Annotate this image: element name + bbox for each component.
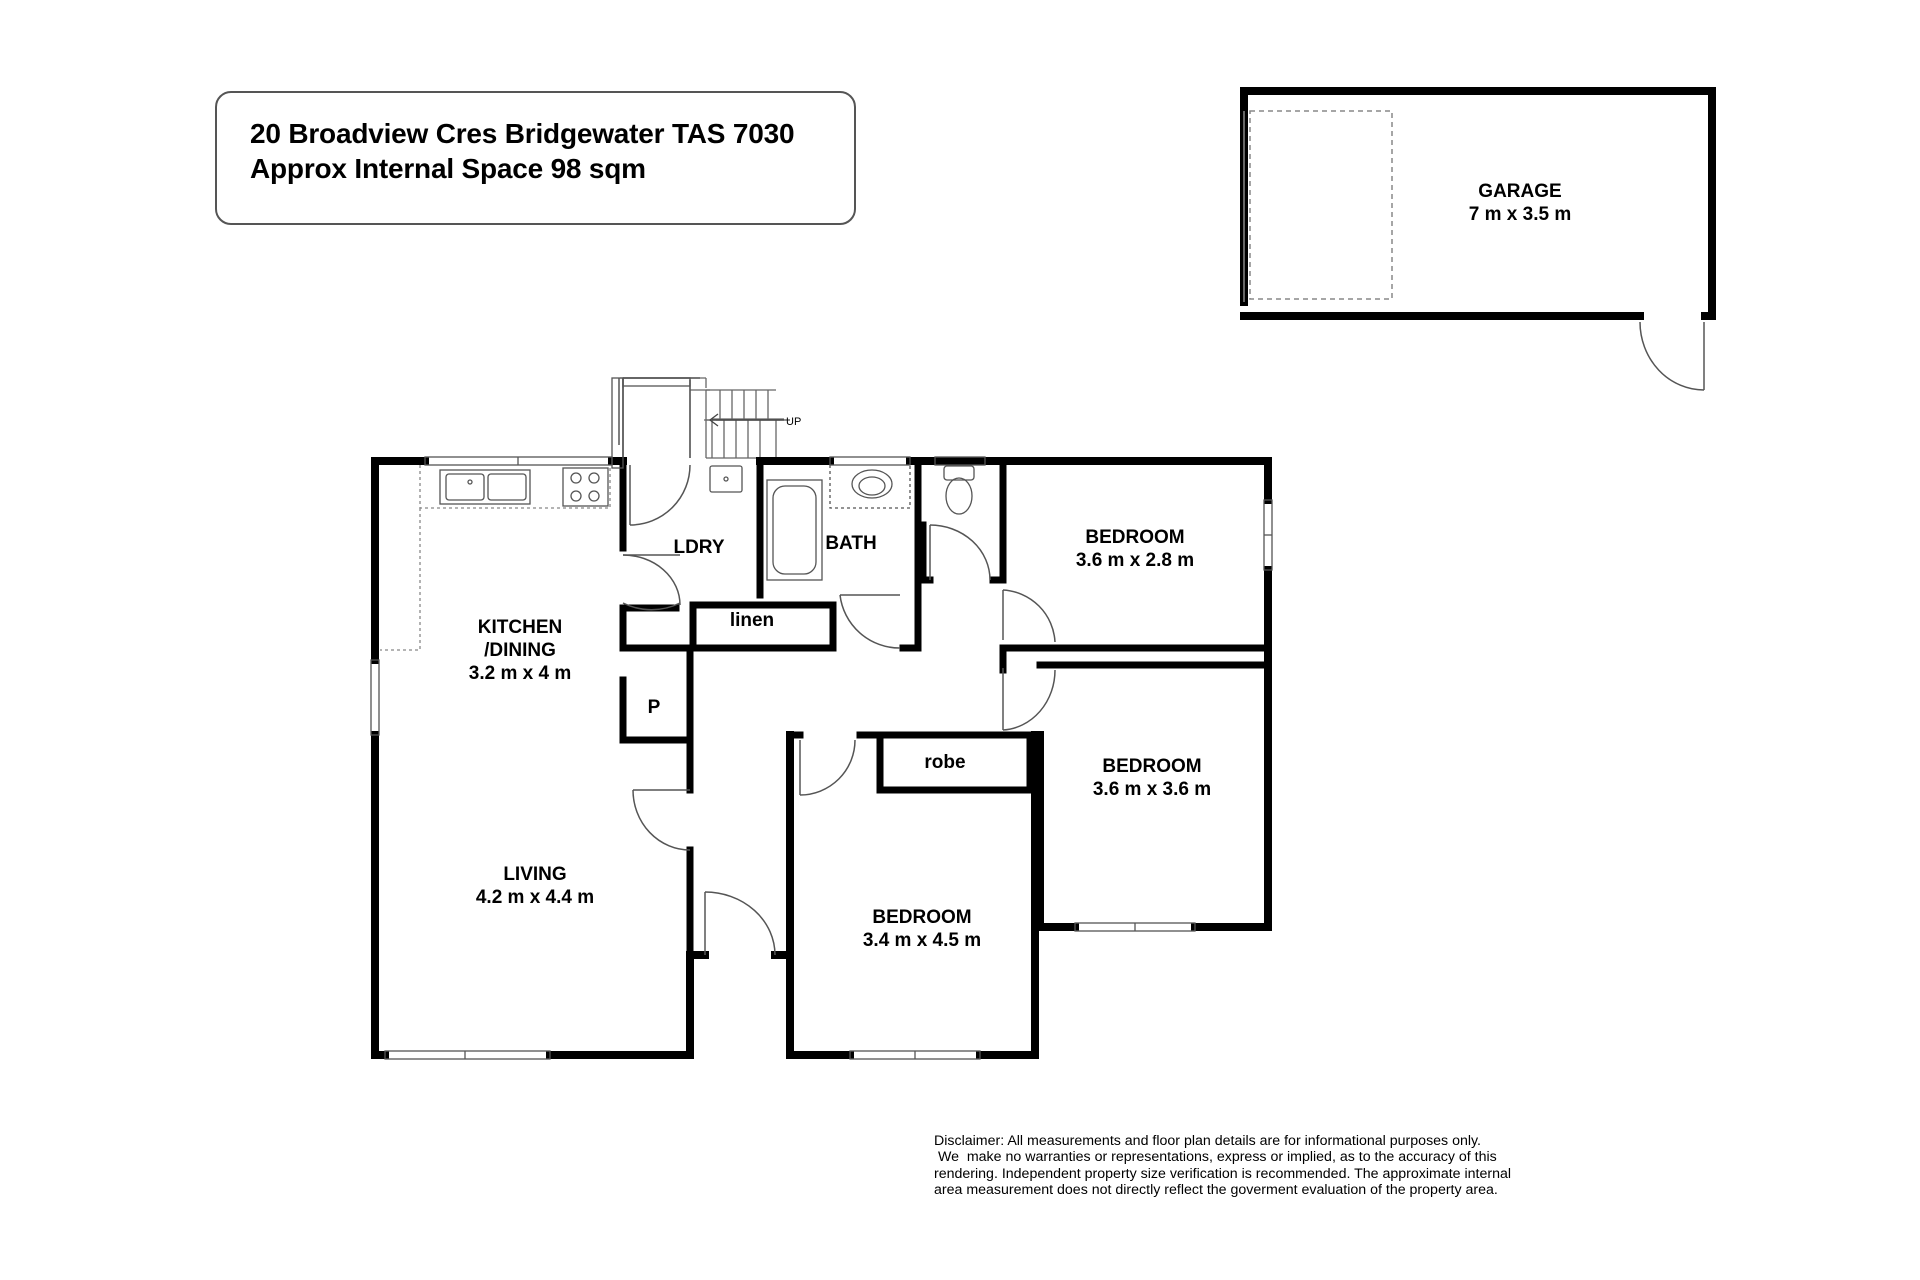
kitchen-name-2: /DINING [484,640,556,661]
linen-name: linen [729,610,775,631]
garage-label: GARAGE 7 m x 3.5 m [1469,180,1571,226]
bedroom1-size: 3.6 m x 2.8 m [1075,550,1195,571]
title-box [215,91,856,225]
cooktop-icon [562,467,609,507]
disclaimer-line: Disclaimer: All measurements and floor p… [934,1133,1481,1149]
bedroom1-label: BEDROOM 3.6 m x 2.8 m [1076,526,1194,572]
entry-porch [618,377,700,458]
internal-space: Approx Internal Space 98 sqm [250,153,646,184]
toilet-icon [943,465,975,515]
kitchen-size: 3.2 m x 4 m [468,663,572,684]
bedroom2-size: 3.6 m x 3.6 m [1092,779,1212,800]
doors [622,464,1056,956]
kitchen-name: KITCHEN [477,617,563,638]
stairs-up-label: UP [786,416,801,428]
stairs-arrow [708,413,784,427]
bedroom3-name: BEDROOM [872,907,972,928]
garage-name: GARAGE [1478,181,1562,202]
bedroom2-label: BEDROOM 3.6 m x 3.6 m [1093,755,1211,801]
pantry-label: P [648,696,661,719]
laundry-tub-icon [709,465,743,493]
laundry-name: LDRY [673,537,725,558]
kitchen-bench [380,465,611,651]
garage-side-door [1639,321,1705,391]
living-name: LIVING [503,864,567,885]
living-label: LIVING 4.2 m x 4.4 m [476,863,594,909]
sink-icon [439,469,531,505]
garage-door [1243,110,1393,302]
basin-icon [829,465,911,509]
disclaimer: Disclaimer: All measurements and floor p… [934,1133,1634,1199]
garage-size: 7 m x 3.5 m [1468,204,1572,225]
pantry-name: P [647,697,661,718]
bedroom1-name: BEDROOM [1085,527,1185,548]
stairs [620,377,790,459]
bedroom3-size: 3.4 m x 4.5 m [862,930,982,951]
windows [370,377,1273,1060]
bedroom2-name: BEDROOM [1102,756,1202,777]
linen-label: linen [730,609,774,632]
bathtub-icon [766,479,823,581]
disclaimer-line: rendering. Independent property size ver… [934,1165,1512,1182]
internal-walls [619,457,1272,959]
property-address: 20 Broadview Cres Bridgewater TAS 7030 [250,118,795,149]
bath-label: BATH [825,532,876,555]
kitchen-label: KITCHEN /DINING 3.2 m x 4 m [469,616,571,685]
robe-name: robe [924,752,966,773]
laundry-label: LDRY [673,536,724,559]
bath-name: BATH [825,533,877,554]
robe-label: robe [924,751,965,774]
bedroom3-label: BEDROOM 3.4 m x 4.5 m [863,906,981,952]
living-size: 4.2 m x 4.4 m [475,887,595,908]
disclaimer-line: We make no warranties or representations… [934,1149,1497,1166]
disclaimer-line: area measurement does not directly refle… [934,1182,1498,1199]
